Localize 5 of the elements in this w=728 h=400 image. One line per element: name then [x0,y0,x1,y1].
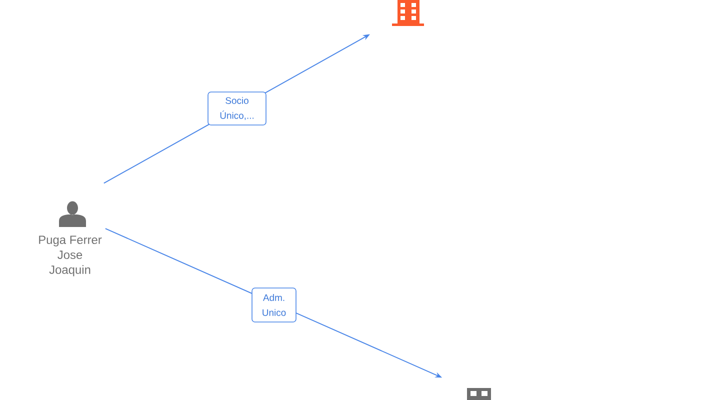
building-icon [392,0,424,26]
building-icon [467,388,491,400]
edge-label: Socio Único,... [208,92,266,126]
edge-label: Adm. Unico [252,288,296,322]
person-name: Puga Ferrer Jose Joaquin [39,236,102,276]
